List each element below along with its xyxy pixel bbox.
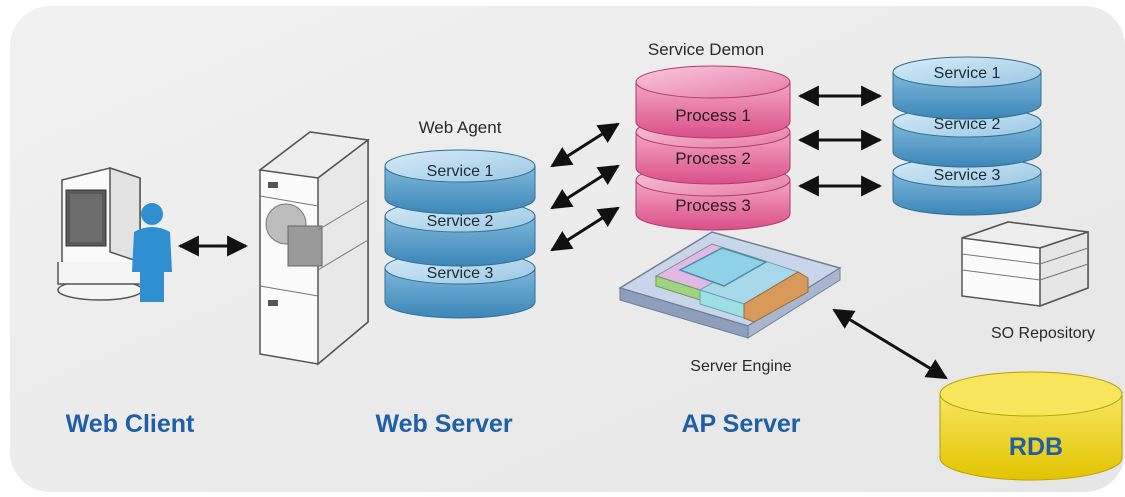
server-engine-label: Server Engine — [690, 358, 791, 375]
person-icon — [132, 203, 172, 302]
double-arrow-icon — [550, 122, 620, 168]
web-agent-stack: Service 3 Service 2 Service 1 — [384, 149, 536, 319]
process-1-label: Process 1 — [675, 106, 751, 125]
service-demon-label: Service Demon — [648, 40, 764, 59]
repo-service-2-label: Service 2 — [934, 116, 1001, 133]
web-agent-service-2-label: Service 2 — [427, 213, 494, 230]
double-arrow-icon — [550, 164, 620, 210]
repo-service-1-label: Service 1 — [934, 65, 1001, 82]
web-client-label: Web Client — [66, 410, 195, 438]
rdb-label: RDB — [1009, 433, 1063, 461]
web-agent-label: Web Agent — [419, 118, 502, 137]
web-agent-disk-1: Service 1 — [384, 149, 536, 215]
process-2-label: Process 2 — [675, 149, 751, 168]
server-tower-icon — [258, 131, 370, 366]
service-demon-stack: Process 3 Process 2 Process 1 — [635, 65, 791, 231]
computer-monitor-icon — [57, 166, 143, 301]
double-arrow-icon — [832, 308, 948, 380]
web-agent-disk-3: Service 3 — [384, 251, 536, 319]
repo-disk-1: Service 1 — [892, 56, 1042, 120]
demon-disk-1: Process 1 — [635, 65, 791, 139]
repo-service-3-label: Service 3 — [934, 167, 1001, 184]
web-agent-service-3-label: Service 3 — [427, 265, 494, 282]
rdb-disk — [939, 371, 1123, 481]
repository-service-stack: Service 3 Service 2 Service 1 — [892, 56, 1042, 216]
server-engine-chip — [618, 231, 842, 339]
web-server-label: Web Server — [375, 410, 512, 438]
double-arrow-icon — [550, 206, 620, 252]
so-repository-label: SO Repository — [991, 325, 1095, 342]
rack-server-icon — [961, 221, 1089, 308]
ap-server-label: AP Server — [681, 410, 800, 438]
process-3-label: Process 3 — [675, 196, 751, 215]
web-agent-service-1-label: Service 1 — [427, 163, 494, 180]
